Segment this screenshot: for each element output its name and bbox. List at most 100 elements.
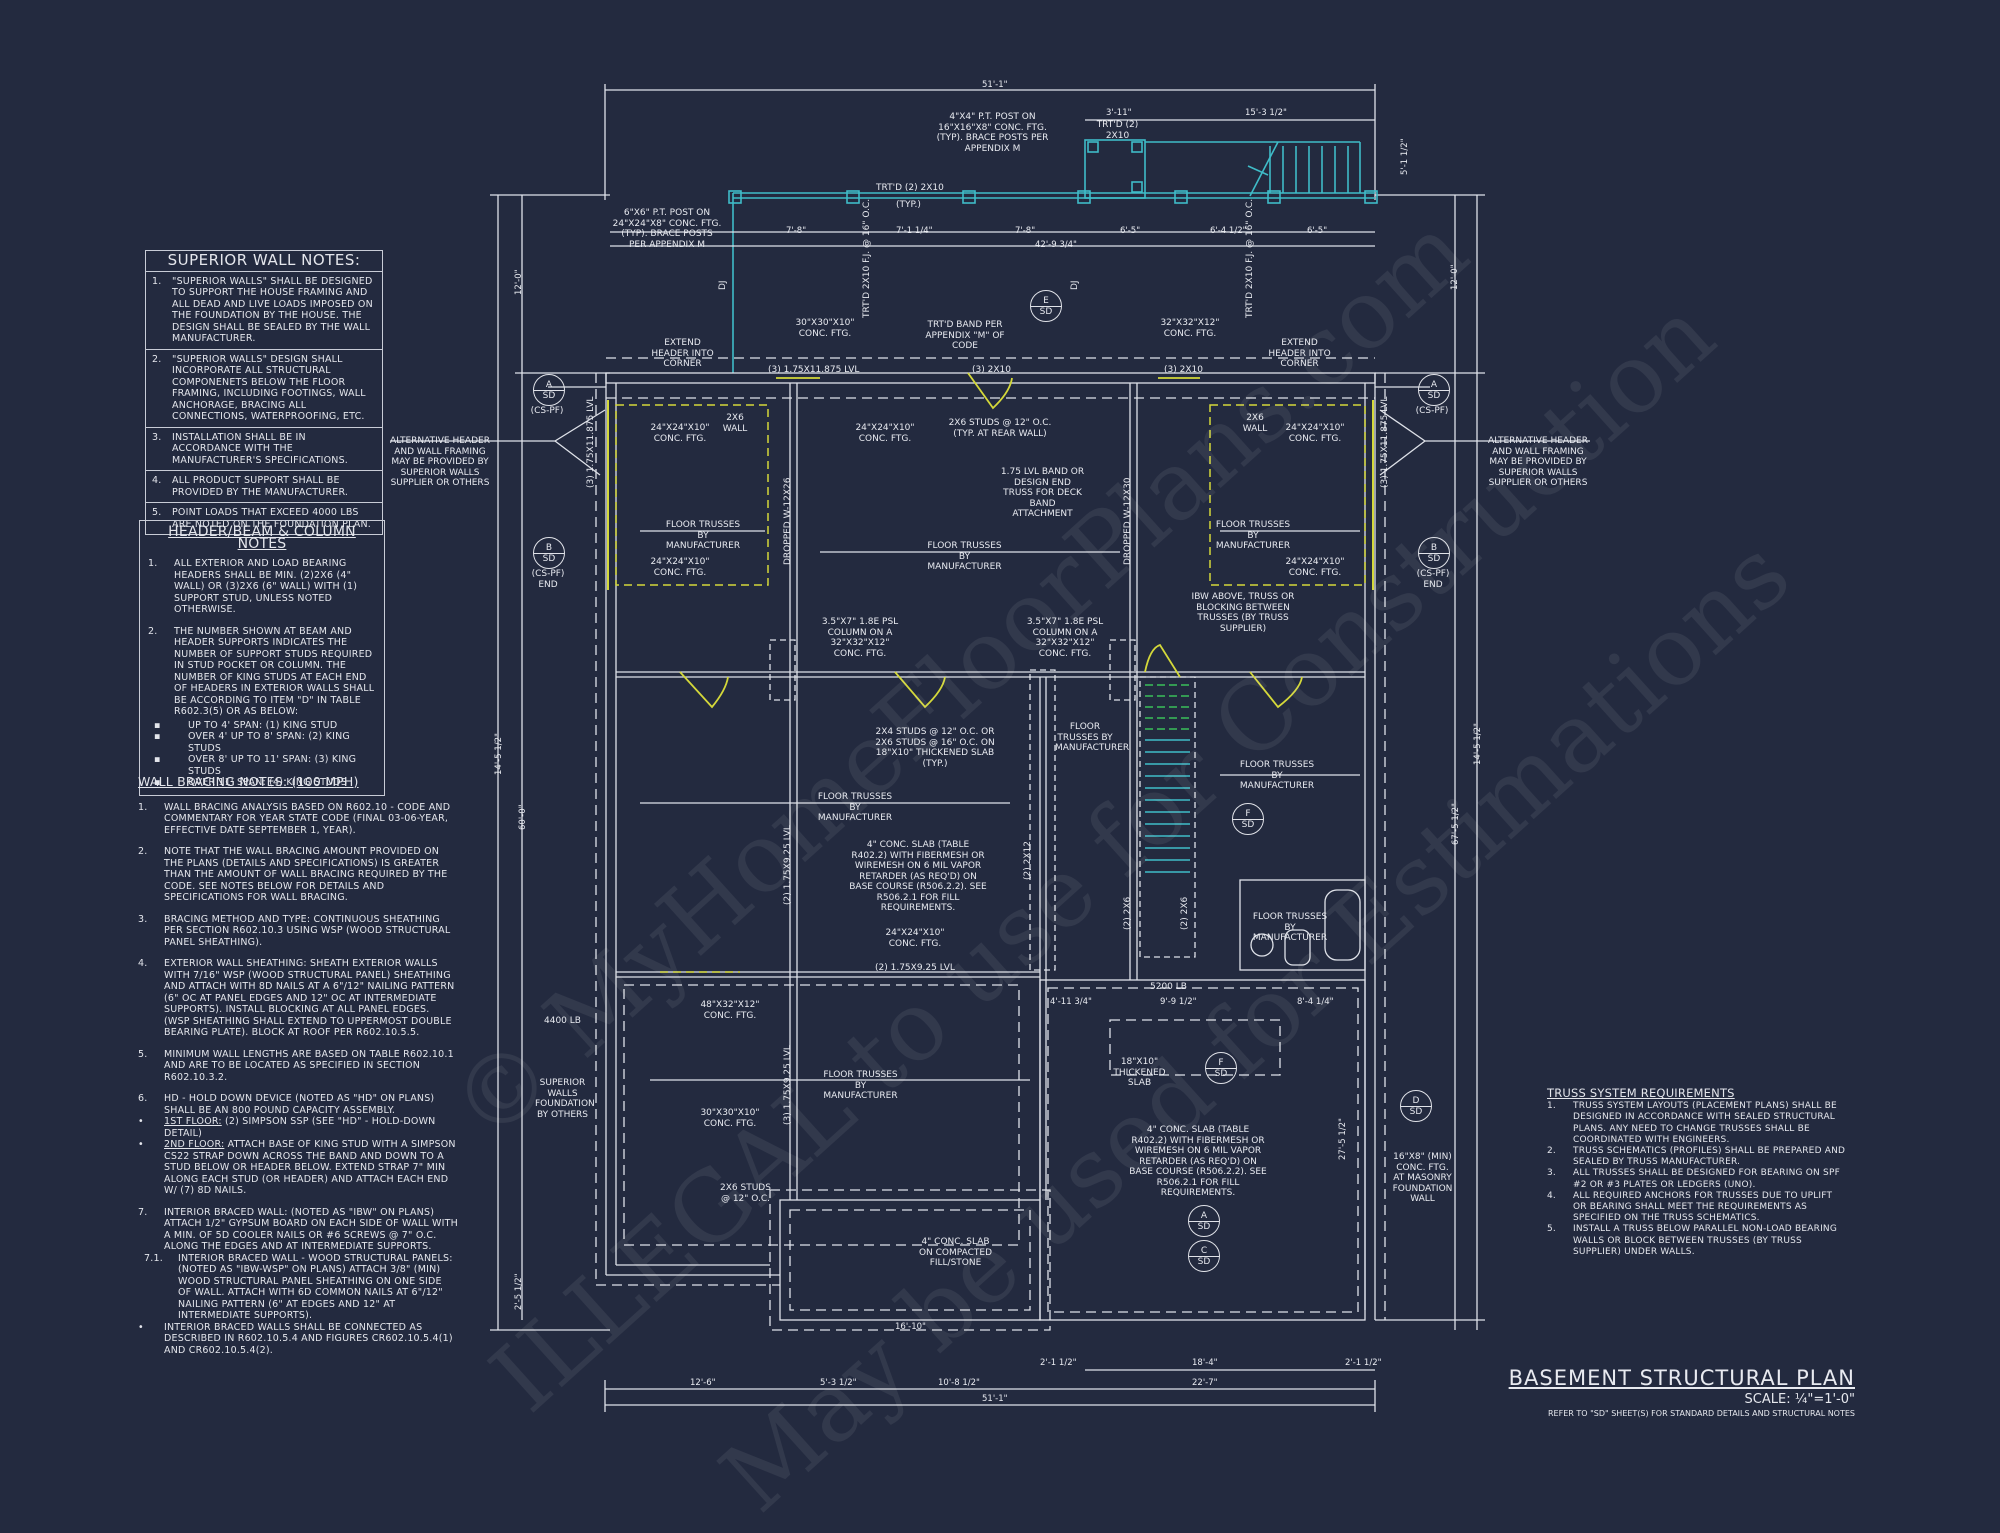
thickened-slab-callout: 18"x10" THICKENED SLAB <box>1113 1057 1166 1088</box>
side-lvl-left: (3) 1.75x11.875 LVL <box>586 396 596 488</box>
floor-trusses-label: FLOOR TRUSSES BY MANUFACTURER <box>1252 912 1328 943</box>
floor-trusses-label: FLOOR TRUSSES BY MANUFACTURER <box>817 792 893 823</box>
side-lvl-right: (3) 1.75x11.875 LVL <box>1380 396 1390 488</box>
floor-trusses-label: FLOOR TRUSSES BY MANUFACTURER <box>665 520 741 551</box>
bullet-item: •1ST FLOOR: (2) SIMPSON SSP (SEE "HD" - … <box>138 1116 436 1139</box>
floor-trusses-label: FLOOR TRUSSES BY MANUFACTURER <box>1239 760 1315 791</box>
dim-slab: 9'-9 1/2" <box>1160 997 1197 1007</box>
note-item: 1.WALL BRACING ANALYSIS BASED ON R602.10… <box>138 801 451 836</box>
header-beam-notes-box: HEADER/BEAM & COLUMN NOTES 1.ALL EXTERIO… <box>139 520 385 796</box>
note-item: 5.MINIMUM WALL LENGTHS ARE BASED ON TABL… <box>138 1048 454 1083</box>
dim-overall-bottom: 51'-1" <box>982 1394 1008 1404</box>
title-block: BASEMENT STRUCTURAL PLAN SCALE: ¼"=1'-0"… <box>1509 1366 1855 1418</box>
note-item: 6.HD - HOLD DOWN DEVICE (NOTED AS "HD" O… <box>138 1093 435 1116</box>
dim-bottom-sub: 2'-1 1/2" <box>1040 1358 1077 1368</box>
dj-label: DJ <box>718 280 728 290</box>
dim-right-mid: 14'-5 1/2" <box>1473 723 1483 765</box>
superior-wall-notes-box: SUPERIOR WALL NOTES: 1."SUPERIOR WALLS" … <box>145 250 383 535</box>
dim-bottom: 10'-8 1/2" <box>938 1378 980 1388</box>
stair-beam-label: TRT'D (2) 2x10 <box>1096 120 1139 141</box>
extend-header-callout-left: EXTEND HEADER INTO CORNER <box>651 338 714 369</box>
alt-header-callout-right: ALTERNATIVE HEADER AND WALL FRAMING MAY … <box>1488 436 1588 488</box>
truss-requirements: TRUSS SYSTEM REQUIREMENTS 1.TRUSS SYSTEM… <box>1547 1087 1847 1258</box>
dim-deck-span: 7'-8" <box>786 226 807 236</box>
conc-ftg-24-callout: 24"x24"x10" CONC. FTG. <box>650 423 710 444</box>
note-item: 1."SUPERIOR WALLS" SHALL BE DESIGNED TO … <box>146 272 382 350</box>
note-item: 5.POINT LOADS THAT EXCEED 4000 LBS ARE N… <box>152 507 372 530</box>
floor-trusses-label: FLOOR TRUSSES BY MANUFACTURER <box>927 541 1002 572</box>
deck-joists-right: TRT'D 2x10 F.J. @ 16" O.C. <box>1245 198 1255 318</box>
load-4400: 4400 LB <box>544 1016 581 1026</box>
extend-header-callout-right: EXTEND HEADER INTO CORNER <box>1268 338 1331 369</box>
note-subitem: 7.1.INTERIOR BRACED WALL - WOOD STRUCTUR… <box>144 1252 453 1322</box>
note-item: 3.INSTALLATION SHALL BE IN ACCORDANCE WI… <box>146 428 382 471</box>
dim-stair-width: 3'-11" <box>1106 108 1132 118</box>
lvl-top-label: (3) 1.75x11.875 LVL <box>768 365 860 375</box>
bullet-item: ▪OVER 8' UP TO 11' SPAN: (3) KING STUDS <box>154 754 357 777</box>
studs-rear-callout: 2x6 STUDS @ 12" O.C. (TYP. AT REAR WALL) <box>948 418 1052 439</box>
dropped-beam-left: DROPPED W-12x26 <box>783 477 793 565</box>
wall-2x6-label: 2x6 WALL <box>1242 413 1268 434</box>
note-item: 4.ALL PRODUCT SUPPORT SHALL BE PROVIDED … <box>146 471 382 503</box>
dim-stair-depth: 5'-1 1/2" <box>1400 138 1410 175</box>
dim-deck-span: 7'-1 1/4" <box>896 226 933 236</box>
dim-deck-right: 15'-3 1/2" <box>1245 108 1287 118</box>
beam-2x12-label: (2) 2x12 <box>1023 841 1033 880</box>
dim-left-total: 60'-0" <box>518 804 528 830</box>
note-item: 7.INTERIOR BRACED WALL: (NOTED AS "IBW" … <box>138 1206 458 1253</box>
floor-trusses-label: FLOOR TRUSSES BY MANUFACTURER <box>823 1070 898 1101</box>
wall-bracing-notes: WALL BRACING NOTES: (100 MPH) 1.WALL BRA… <box>138 776 458 1366</box>
dim-deck-span: 6'-4 1/2" <box>1210 226 1247 236</box>
dim-slab: 4'-11 3/4" <box>1050 997 1092 1007</box>
dim-slab: 8'-4 1/4" <box>1297 997 1334 1007</box>
dim-deck-span: 6'-5" <box>1120 226 1141 236</box>
load-5200: 5200 LB <box>1150 982 1187 992</box>
sheet-reference: REFER TO "SD" SHEET(S) FOR STANDARD DETA… <box>1547 1409 1855 1418</box>
note-item: 2."SUPERIOR WALLS" DESIGN SHALL INCORPOR… <box>146 350 382 428</box>
bullet-item: ▪UP TO 4' SPAN: (1) KING STUD <box>154 719 338 731</box>
slab-note-upper: 4" CONC. SLAB (TABLE R402.2) WITH FIBERM… <box>849 840 987 913</box>
psl-column-callout-right: 3.5"x7" 1.8E PSL COLUMN ON A 32"x32"x12"… <box>1026 617 1104 659</box>
deck-joists-left: TRT'D 2x10 F.J. @ 16" O.C. <box>862 198 872 318</box>
note-item: 2.TRUSS SCHEMATICS (PROFILES) SHALL BE P… <box>1547 1146 1846 1168</box>
conc-ftg-30-callout: 30"x30"x10" CONC. FTG. <box>795 318 855 339</box>
dim-bottom-sub: 18'-4" <box>1192 1358 1218 1368</box>
band-per-code-callout: TRT'D BAND PER APPENDIX "M" OF CODE <box>925 320 1005 351</box>
dim-left-bottom: 2'-5 1/2" <box>514 1273 524 1310</box>
deck-beam-typ: (TYP.) <box>896 200 921 210</box>
studs-12-callout: 2x6 STUDS @ 12" O.C. <box>720 1183 771 1204</box>
dim-mudroom-width: 16'-10" <box>895 1322 926 1332</box>
superior-fdn-callout: SUPERIOR WALLS FOUNDATION BY OTHERS <box>535 1078 595 1120</box>
dim-deck-span: 7'-8" <box>1015 226 1036 236</box>
bullet-item: ▪OVER 11' SPAN: (4) KING STUDS <box>154 777 348 788</box>
dim-bottom: 5'-3 1/2" <box>820 1378 857 1388</box>
ibw-above-callout: IBW ABOVE, TRUSS OR BLOCKING BETWEEN TRU… <box>1191 592 1295 634</box>
header-2x10-label: (3) 2x10 <box>1164 365 1203 375</box>
conc-ftg-24-callout: 24"x24"x10" CONC. FTG. <box>855 423 915 444</box>
alt-header-callout-left: ALTERNATIVE HEADER AND WALL FRAMING MAY … <box>390 436 490 488</box>
sheet-scale: SCALE: ¼"=1'-0" <box>1744 1392 1855 1407</box>
dim-right-total: 67'-5 1/2" <box>1451 803 1461 845</box>
col-2x6-label: (2) 2x6 <box>1180 896 1190 930</box>
dj-label: DJ <box>1070 280 1080 290</box>
dim-garage-depth: 27'-5 1/2" <box>1338 1118 1348 1160</box>
header-beam-notes-title: HEADER/BEAM & COLUMN NOTES <box>168 524 356 552</box>
dim-left-mid: 14'-5 1/2" <box>494 733 504 775</box>
note-item: 3.ALL TRUSSES SHALL BE DESIGNED FOR BEAR… <box>1547 1168 1840 1190</box>
lvl-mid-label: (2) 1.75x9.25 LVL <box>875 963 955 973</box>
bullet-item: •INTERIOR BRACED WALLS SHALL BE CONNECTE… <box>138 1321 453 1356</box>
deck-post-small-callout: 4"x4" P.T. POST ON 16"x16"x8" CONC. FTG.… <box>936 112 1049 154</box>
psl-column-callout-left: 3.5"x7" 1.8E PSL COLUMN ON A 32"x32"x12"… <box>821 617 899 659</box>
note-item: 4.EXTERIOR WALL SHEATHING: SHEATH EXTERI… <box>138 958 455 1038</box>
col-2x6-label: (2) 2x6 <box>1123 896 1133 930</box>
